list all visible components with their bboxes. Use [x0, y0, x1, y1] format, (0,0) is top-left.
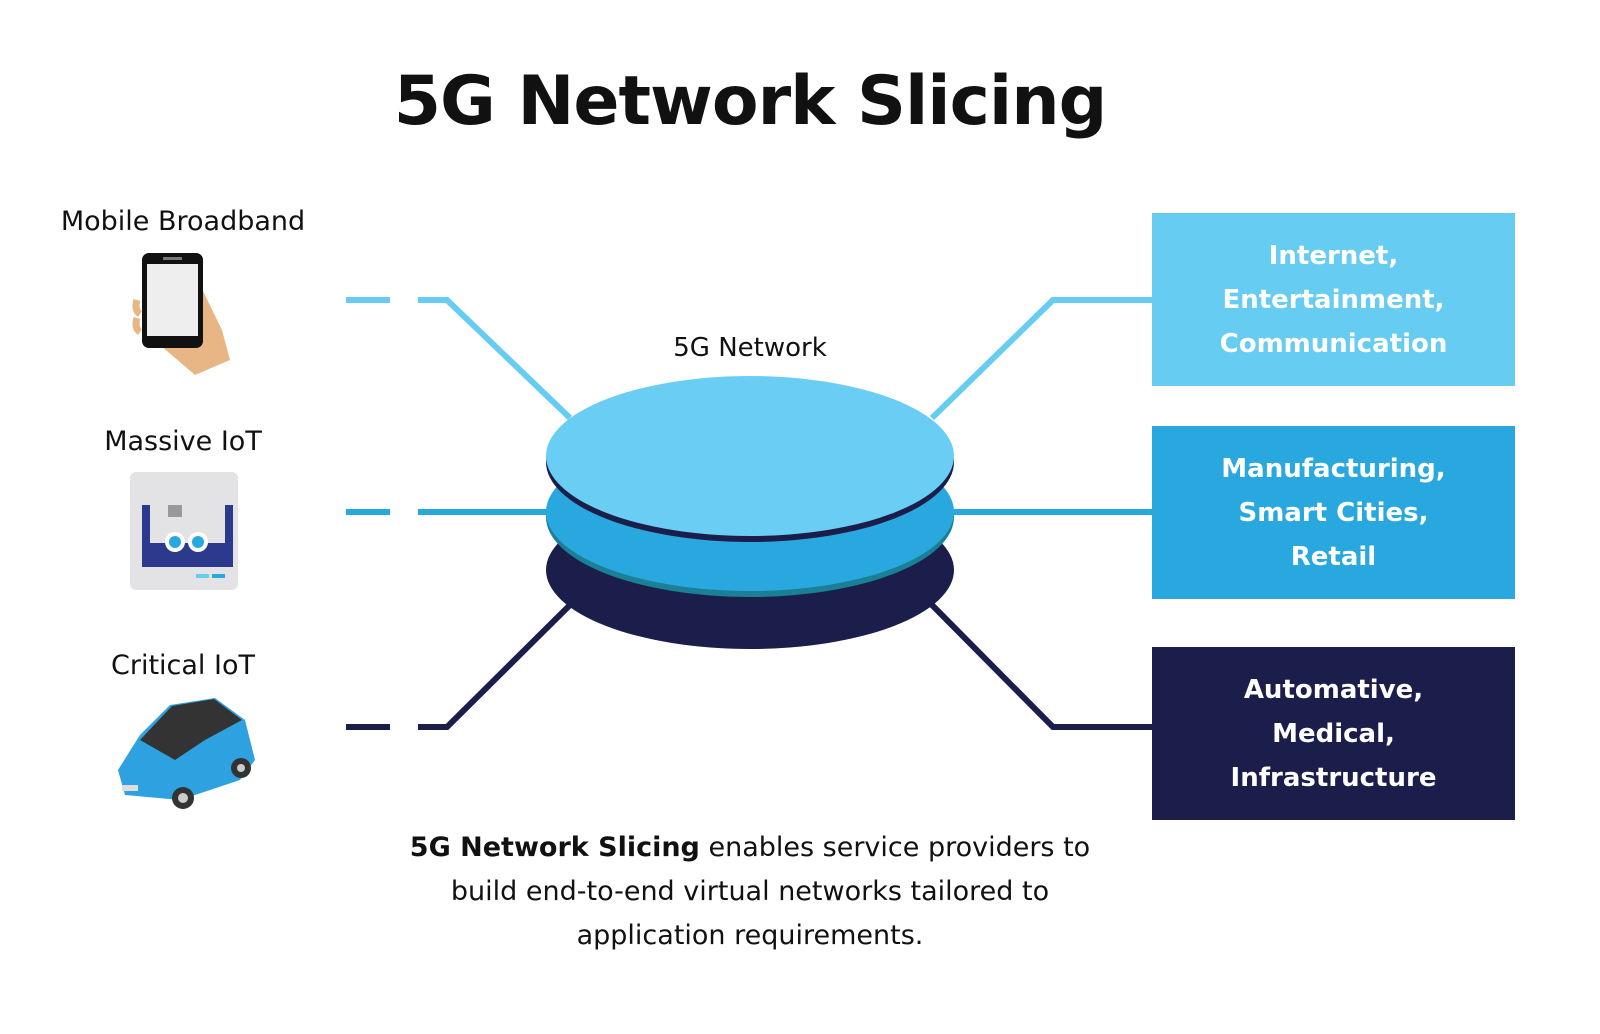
use-case-label-massive-iot: Massive IoT: [104, 426, 262, 457]
use-case-label-mobile-broadband: Mobile Broadband: [60, 206, 306, 237]
slice-box-internet: Internet, Entertainment, Communication: [1152, 213, 1515, 386]
slice-line: Communication: [1219, 328, 1448, 359]
slice-line: Automative,: [1243, 674, 1424, 705]
slice-box-automative: Automative, Medical, Infrastructure: [1152, 647, 1515, 820]
slice-line: Internet,: [1268, 240, 1399, 271]
network-label: 5G Network: [673, 333, 827, 363]
slice-line: Retail: [1290, 541, 1377, 572]
slice-box-manufacturing: Manufacturing, Smart Cities, Retail: [1152, 426, 1515, 599]
connector-mobile-broadband: [346, 297, 1152, 421]
page-title: 5G Network Slicing: [393, 62, 1108, 141]
smartphone-in-hand-icon: [132, 253, 230, 375]
caption-line1: enables service providers to: [699, 832, 1091, 863]
slice-line: Medical,: [1272, 718, 1395, 749]
factory-machine-icon: [130, 472, 238, 590]
slice-line: Entertainment,: [1222, 284, 1445, 315]
slice-line: Infrastructure: [1230, 762, 1437, 793]
car-icon: [118, 698, 255, 809]
use-case-label-critical-iot: Critical IoT: [111, 650, 255, 681]
caption-line2: build end-to-end virtual networks tailor…: [450, 876, 1050, 907]
caption: 5G Network Slicing enables service provi…: [400, 826, 1100, 958]
caption-line3: application requirements.: [576, 920, 924, 951]
slice-disk-top: [546, 376, 954, 536]
caption-bold: 5G Network Slicing: [409, 832, 700, 863]
slice-line: Smart Cities,: [1238, 497, 1429, 528]
connector-critical-iot: [346, 602, 1152, 730]
slice-line: Manufacturing,: [1221, 453, 1446, 484]
